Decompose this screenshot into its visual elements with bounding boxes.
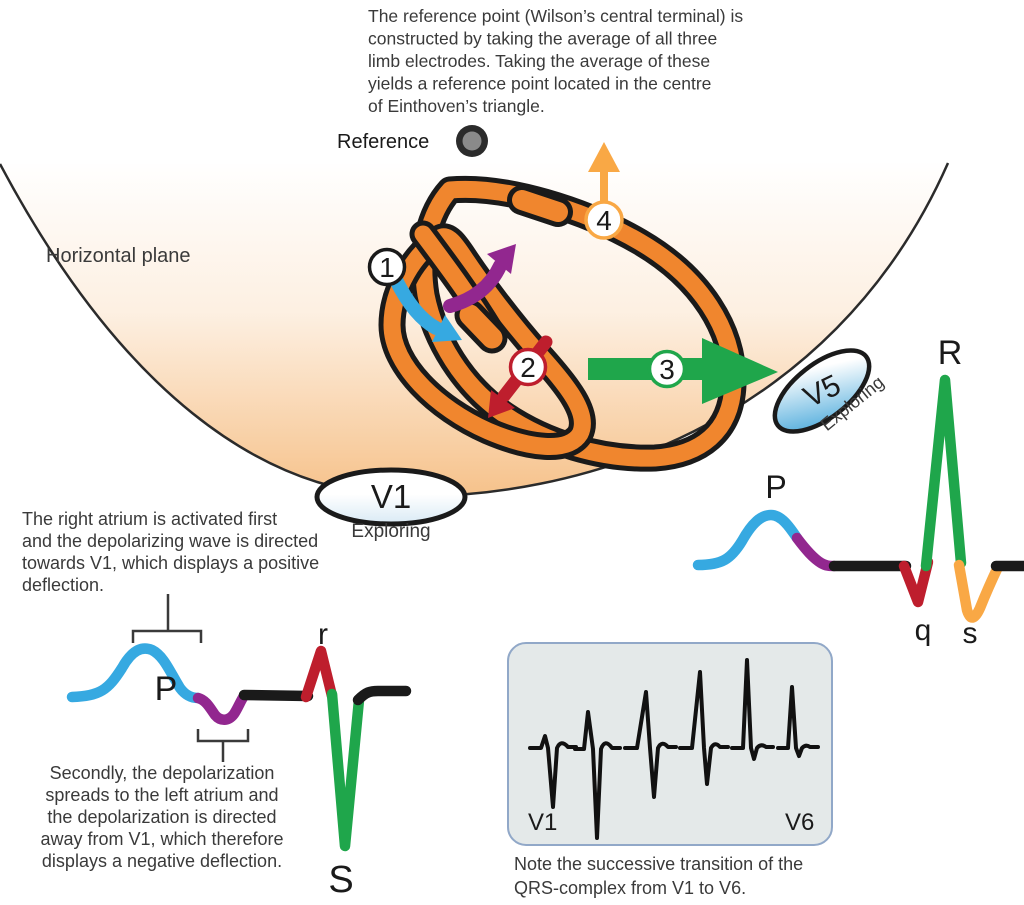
svg-text:away from V1, which therefore: away from V1, which therefore <box>40 829 283 849</box>
qrs-transition-note: Note the successive transition of the QR… <box>514 854 803 898</box>
v5-q-label: q <box>915 614 932 647</box>
svg-text:3: 3 <box>659 354 675 385</box>
v5-s-wave-amber <box>953 559 1004 623</box>
p-wave-bracket-top <box>131 594 203 643</box>
qrs-complex-v6 <box>776 685 820 758</box>
vector-badge-4: 4 <box>584 200 624 240</box>
v5-p-wave-blue <box>692 509 803 571</box>
v1-p-wave-purple <box>192 690 250 725</box>
vector-badge-1: 1 <box>367 247 407 287</box>
svg-text:constructed by taking the aver: constructed by taking the average of all… <box>368 29 717 49</box>
qrs-complex-v2 <box>573 710 622 840</box>
v5-p-label: P <box>765 469 786 505</box>
box-v1-label: V1 <box>528 809 557 836</box>
reference-note: The reference point (Wilson’s central te… <box>368 6 743 116</box>
svg-text:The reference point (Wilson’s: The reference point (Wilson’s central te… <box>368 6 743 26</box>
v5-ecg-trace <box>692 374 1024 623</box>
v1-baseline-black <box>238 689 314 702</box>
vector-4-amber-arrow <box>588 142 620 206</box>
heart-illustration <box>378 175 747 472</box>
purple-atrial-arrow <box>443 244 516 313</box>
v1-baseline-end-black <box>352 685 412 706</box>
v1-electrode: V1 <box>314 467 468 527</box>
v1-ecg-trace <box>66 643 412 852</box>
reference-label: Reference <box>337 131 429 153</box>
svg-text:QRS-complex from V1 to V6.: QRS-complex from V1 to V6. <box>514 878 746 898</box>
v1-p-wave-blue <box>66 643 204 704</box>
heart-outer-loop <box>410 175 747 472</box>
v5-r-label: R <box>938 334 963 372</box>
svg-text:yields a reference point locat: yields a reference point located in the … <box>368 74 711 94</box>
horizontal-plane-label: Horizontal plane <box>46 245 191 267</box>
svg-text:4: 4 <box>596 205 612 236</box>
heart-inner-loop <box>378 223 596 460</box>
vector-1-blue-arrow <box>389 273 462 342</box>
svg-text:Note the successive transition: Note the successive transition of the <box>514 854 803 874</box>
reference-electrode-icon <box>456 125 488 157</box>
svg-text:of Einthoven’s triangle.: of Einthoven’s triangle. <box>368 96 545 116</box>
qrs-complex-v5 <box>730 658 775 761</box>
svg-text:spreads to the left atrium and: spreads to the left atrium and <box>45 785 278 805</box>
v1-r-wave-red <box>300 645 338 703</box>
heart-septum-tube <box>409 185 573 354</box>
v5-r-wave-green <box>920 374 967 572</box>
v5-s-label: s <box>963 617 978 650</box>
svg-text:displays a negative deflection: displays a negative deflection. <box>42 851 282 871</box>
v5-p-wave-purple <box>791 532 840 572</box>
svg-text:towards V1, which displays a p: towards V1, which displays a positive <box>22 553 319 573</box>
svg-text:2: 2 <box>520 352 536 383</box>
qrs-complex-v1 <box>528 734 578 809</box>
vector-badge-3: 3 <box>647 349 687 389</box>
svg-text:deflection.: deflection. <box>22 575 104 595</box>
svg-text:Secondly, the depolarization: Secondly, the depolarization <box>50 763 275 783</box>
p-wave-bracket-bottom <box>196 729 250 762</box>
v1-positive-note: The right atrium is activated first and … <box>22 509 319 595</box>
box-v6-label: V6 <box>785 809 814 836</box>
v1-r-label: r <box>318 618 328 651</box>
vector-badge-2: 2 <box>508 347 548 387</box>
v1-p-label: P <box>155 670 178 708</box>
v5-electrode: V5 <box>772 348 872 434</box>
svg-text:limb electrodes. Taking the av: limb electrodes. Taking the average of t… <box>368 51 710 71</box>
v5-q-wave-red <box>898 556 934 608</box>
v1-exploring-label: Exploring <box>351 521 430 542</box>
svg-text:1: 1 <box>379 252 395 283</box>
svg-text:V1: V1 <box>371 478 411 515</box>
qrs-transition-box: V1 V6 <box>507 642 833 846</box>
svg-text:and the depolarizing wave is d: and the depolarizing wave is directed <box>22 531 318 551</box>
qrs-complex-v3 <box>623 690 678 799</box>
svg-text:the depolarization is directed: the depolarization is directed <box>47 807 276 827</box>
qrs-complex-v4 <box>678 670 730 786</box>
v1-s-label: S <box>328 859 353 901</box>
v1-negative-note: Secondly, the depolarization spreads to … <box>40 763 283 871</box>
svg-text:The right atrium is activated: The right atrium is activated first <box>22 509 277 529</box>
v1-s-wave-green <box>326 688 365 852</box>
